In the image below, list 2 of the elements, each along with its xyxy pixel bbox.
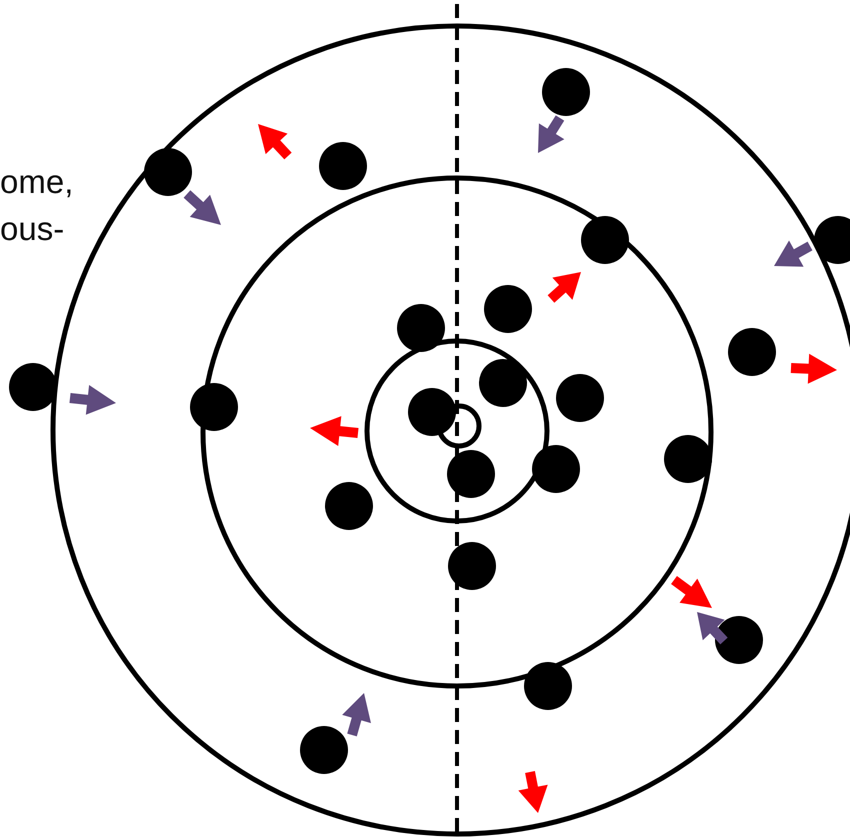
text-fragment: ous- — [0, 212, 64, 245]
text-fragment: ome, — [0, 165, 74, 198]
